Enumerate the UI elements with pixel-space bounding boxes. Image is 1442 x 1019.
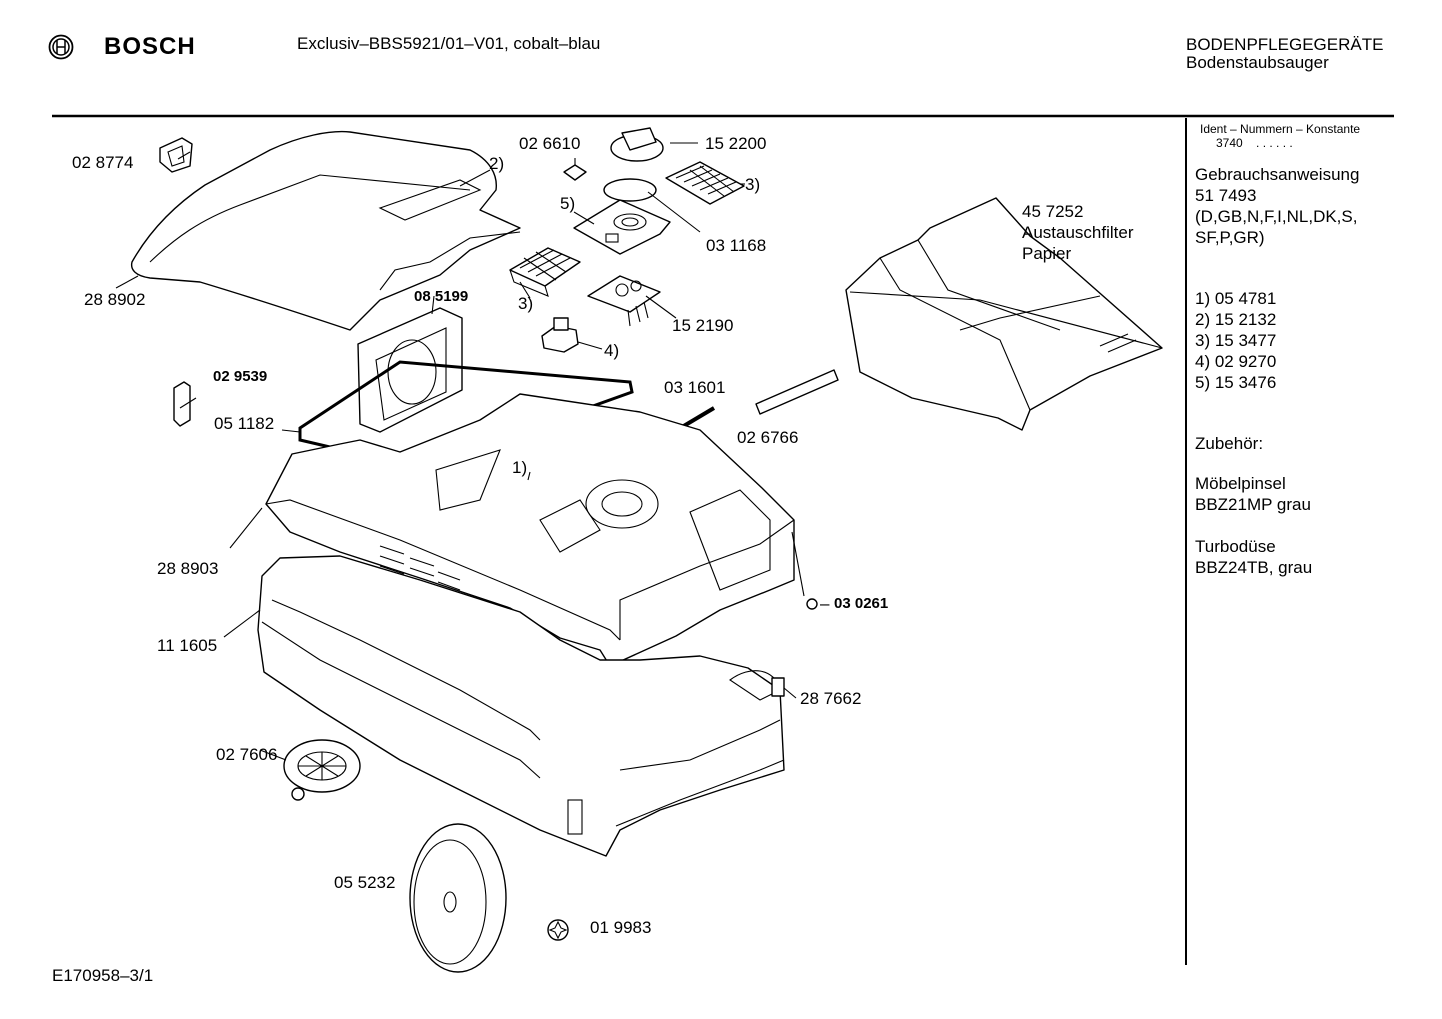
star-washer-part	[547, 919, 569, 941]
part-number-030261: 03 0261	[834, 595, 889, 612]
part-number-287662: 28 7662	[800, 689, 862, 708]
category-title: BODENPFLEGEGERÄTE	[1186, 35, 1384, 54]
part-number-152200: 15 2200	[705, 134, 767, 153]
wire-frame-part	[298, 360, 634, 470]
part-number-027606: 02 7606	[216, 745, 278, 764]
ident-dots: . . . . . .	[1256, 136, 1293, 150]
part-number-026610: 02 6610	[519, 134, 581, 153]
part-number-288903: 28 8903	[157, 559, 219, 578]
cord-button-part	[541, 317, 579, 353]
knob-part	[610, 127, 664, 162]
accessories-label: Zubehör:	[1195, 434, 1264, 453]
footnote-4: 4) 02 9270	[1195, 352, 1277, 371]
mount-plate-part	[573, 199, 671, 255]
part-number-055232: 05 5232	[334, 873, 396, 892]
disc-part	[603, 178, 657, 202]
grommet-dash: –	[820, 594, 830, 613]
subcategory-title: Bodenstaubsauger	[1186, 53, 1329, 72]
part-number-051182: 05 1182	[214, 414, 275, 433]
footnote-5: 5) 15 3476	[1195, 373, 1277, 392]
grille-top-part	[665, 161, 745, 205]
clip-part	[159, 137, 193, 173]
part-number-019983: 01 9983	[590, 918, 652, 937]
part-number-026766: 02 6766	[737, 428, 799, 447]
grommet-part	[806, 598, 818, 610]
ident-number: 3740	[1216, 136, 1243, 150]
ident-value: 3740 . . . . . .	[1216, 136, 1293, 150]
part-number-152190: 15 2190	[672, 316, 734, 335]
part-number-085199: 08 5199	[414, 288, 469, 305]
part-number-111605: 11 1605	[157, 636, 218, 655]
hose-part	[755, 369, 839, 415]
marker-2: 2)	[489, 154, 505, 173]
stopper-part	[771, 677, 785, 697]
filter-label-line2: Papier	[1022, 244, 1072, 263]
grille-lower-part	[509, 247, 581, 297]
part-number-288902: 28 8902	[84, 290, 146, 309]
marker-1: 1)	[512, 458, 528, 477]
accessory-1-name: Möbelpinsel	[1195, 474, 1286, 493]
bosch-logo-icon	[48, 34, 74, 65]
part-number-029539: 02 9539	[213, 368, 268, 385]
brand-name: BOSCH	[104, 33, 196, 60]
part-number-457252: 45 7252	[1022, 202, 1084, 221]
lid-part	[130, 130, 521, 331]
main-wheel-part	[409, 823, 507, 973]
swivel-caster-part	[283, 739, 361, 801]
marker-5: 5)	[560, 194, 576, 213]
manual-languages-1: (D,GB,N,F,I,NL,DK,S,	[1195, 207, 1358, 226]
latch-part	[173, 381, 191, 427]
manual-number: 51 7493	[1195, 186, 1257, 205]
part-number-031601: 03 1601	[664, 378, 726, 397]
accessory-2-name: Turbodüse	[1195, 537, 1276, 556]
accessory-2-code: BBZ24TB, grau	[1195, 558, 1313, 577]
small-cap-part	[563, 164, 587, 181]
footnote-1: 1) 05 4781	[1195, 289, 1277, 308]
footnote-2: 2) 15 2132	[1195, 310, 1277, 329]
marker-4: 4)	[604, 341, 620, 360]
model-title: Exclusiv–BBS5921/01–V01, cobalt–blau	[297, 34, 601, 53]
paper-filter-part	[845, 197, 1163, 431]
ident-heading: Ident – Nummern – Konstante	[1200, 122, 1361, 136]
accessory-1-code: BBZ21MP grau	[1195, 495, 1311, 514]
manual-label: Gebrauchsanweisung	[1195, 165, 1360, 184]
filter-label-line1: Austauschfilter	[1022, 223, 1134, 242]
filter-holder-part	[357, 307, 463, 433]
upper-housing-part	[265, 393, 795, 667]
part-number-031168: 03 1168	[706, 236, 767, 255]
base-part	[257, 555, 785, 857]
part-number-028774: 02 8774	[72, 153, 134, 172]
manual-languages-2: SF,P,GR)	[1195, 228, 1265, 247]
document-id: E170958–3/1	[52, 966, 154, 985]
switch-board-part	[587, 275, 661, 327]
footnote-3: 3) 15 3477	[1195, 331, 1277, 350]
marker-3-top: 3)	[745, 175, 761, 194]
marker-3-lower: 3)	[518, 294, 534, 313]
